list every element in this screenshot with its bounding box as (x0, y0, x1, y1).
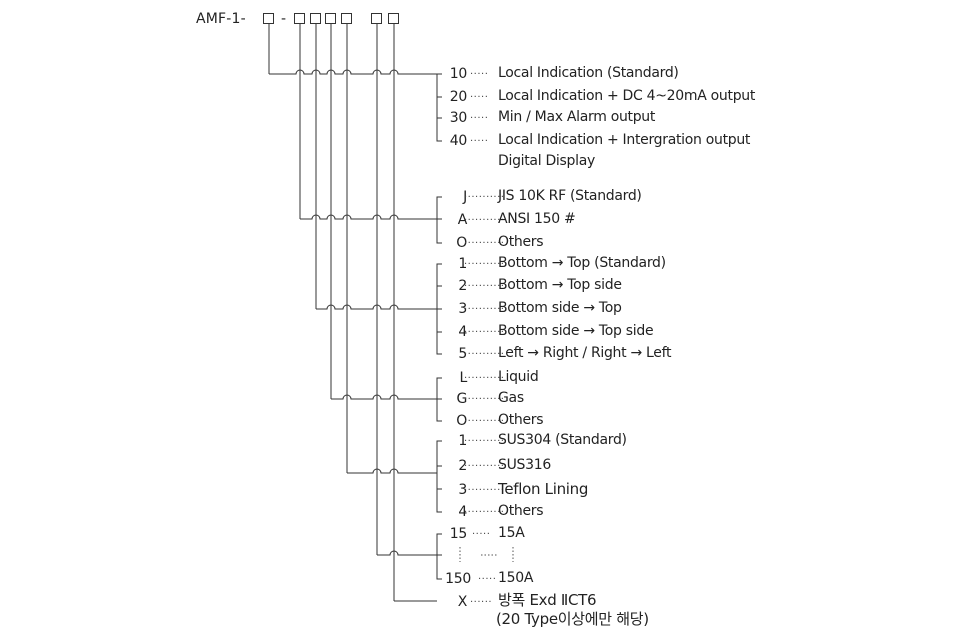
fluid-code-g: G (456, 391, 467, 407)
leader-dots: ······ (470, 597, 493, 608)
group-1-link (269, 69, 437, 75)
leader-dots: ··········· (464, 394, 505, 405)
output-code-20: 20 (449, 89, 468, 105)
flange-desc-j: JIS 10K RF (Standard) (498, 188, 642, 204)
direction-desc-5: Left → Right / Right → Left (498, 345, 672, 361)
leader-dots: ····· (472, 529, 491, 540)
flange-code-a: A (457, 212, 468, 228)
group-3-link (316, 304, 437, 310)
fluid-desc-g: Gas (498, 390, 524, 406)
output-code-40: 40 (449, 133, 468, 149)
material-desc-3: Teflon Lining (498, 480, 589, 498)
code-box-2 (294, 13, 305, 24)
leader-dots: ··········· (464, 507, 505, 518)
direction-code-3: 3 (458, 301, 467, 317)
group-6-link (377, 550, 437, 556)
leader-dots: ····· (478, 574, 497, 585)
fluid-desc-l: Liquid (498, 369, 539, 385)
size-code-150: 150 (445, 571, 471, 587)
direction-code-5: 5 (458, 346, 467, 362)
material-desc-2: SUS316 (498, 457, 551, 473)
leader-dots: ····· (470, 136, 489, 147)
leader-dots: ··········· (464, 259, 505, 270)
model-dash: - (281, 11, 287, 27)
code-box-1 (263, 13, 274, 24)
output-desc-20: Local Indication + DC 4~20mA output (498, 88, 756, 104)
output-desc-40: Local Indication + Intergration output (498, 132, 751, 148)
size-desc-150: 150A (498, 570, 534, 586)
output-desc-30: Min / Max Alarm output (498, 109, 656, 125)
group-5-link (347, 468, 437, 474)
flange-desc-o: Others (498, 234, 544, 250)
size-code-15: 15 (449, 526, 468, 542)
code-box-4 (325, 13, 336, 24)
output-desc-10: Local Indication (Standard) (498, 65, 679, 81)
output-bracket (436, 73, 442, 142)
leader-dots: ··········· (464, 349, 505, 360)
direction-desc-4: Bottom side → Top side (498, 323, 654, 339)
flange-desc-a: ANSI 150 # (498, 211, 576, 227)
code-box-7 (388, 13, 399, 24)
code-box-5 (341, 13, 352, 24)
direction-desc-3: Bottom side → Top (498, 300, 622, 316)
code-box-3 (310, 13, 321, 24)
material-code-4: 4 (458, 504, 467, 520)
size-desc-15: 15A (498, 525, 525, 541)
fluid-code-l: L (459, 370, 468, 386)
output-code-30: 30 (449, 110, 468, 126)
output-code-10: 10 (449, 66, 468, 82)
flange-bracket (436, 196, 442, 244)
leader-dots: ··········· (464, 238, 505, 249)
leader-dots: ··········· (464, 485, 505, 496)
leader-dots: ··········· (464, 192, 505, 203)
direction-code-4: 4 (458, 324, 467, 340)
material-code-3: 3 (458, 482, 467, 498)
leader-dots: ··········· (464, 215, 505, 226)
leader-dots: ····· (470, 69, 489, 80)
fluid-code-o: O (456, 413, 467, 429)
material-code-2: 2 (458, 458, 467, 474)
code-box-6 (371, 13, 382, 24)
leader-dots: ··········· (464, 416, 505, 427)
direction-code-2: 2 (458, 278, 467, 294)
leader-dots: ····· (470, 113, 489, 124)
explosion-note: (20 Type이상에만 해당) (496, 610, 649, 628)
direction-desc-1: Bottom → Top (Standard) (498, 255, 666, 271)
size-bracket (436, 533, 442, 580)
leader-dots: ··········· (464, 327, 505, 338)
leader-dots: ··········· (464, 373, 505, 384)
leader-dots: ··········· (464, 461, 505, 472)
explosion-code-x: X (457, 594, 468, 610)
leader-dots: ····· (470, 92, 489, 103)
model-prefix: AMF-1- (196, 11, 246, 27)
group-2-link (300, 214, 437, 220)
leader-dots: ··········· (464, 304, 505, 315)
flange-code-j: J (463, 189, 467, 205)
material-code-1: 1 (458, 433, 467, 449)
fluid-desc-o: Others (498, 412, 544, 428)
material-desc-1: SUS304 (Standard) (498, 432, 627, 448)
direction-code-1: 1 (458, 256, 467, 272)
flange-code-o: O (456, 235, 467, 251)
leader-dots: ··········· (464, 281, 505, 292)
explosion-desc-x: 방폭 Exd ⅡCT6 (498, 591, 597, 609)
material-bracket (436, 440, 442, 513)
direction-desc-2: Bottom → Top side (498, 277, 622, 293)
material-desc-4: Others (498, 503, 544, 519)
leader-dots: ··········· (464, 436, 505, 447)
output-note: Digital Display (498, 153, 595, 169)
